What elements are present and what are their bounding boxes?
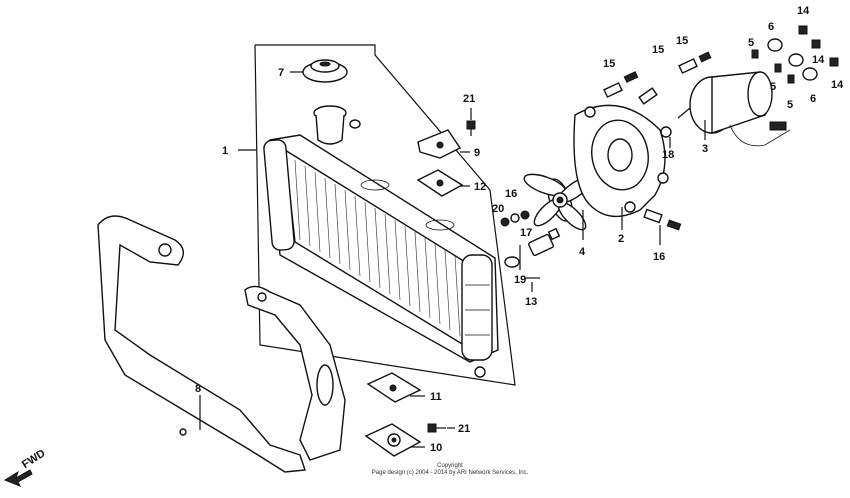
radiator-assembly-outline [254,44,516,386]
callout-7: 7 [278,67,284,79]
fwd-arrow-icon [3,469,33,487]
callout-5a: 5 [748,37,754,49]
filler-neck [313,105,361,145]
callout-19: 19 [514,274,526,286]
callout-10: 10 [430,442,442,454]
callout-6a: 6 [768,21,774,33]
bracket-9[interactable] [417,129,462,159]
callout-14c: 14 [831,79,844,91]
rubber-mount-11[interactable] [366,372,422,403]
callout-16b: 16 [653,251,665,263]
callout-labels: 1 2 3 4 5 5 5 6 6 7 8 9 10 11 12 13 14 1… [195,5,844,454]
copyright-line-1: Copyright [437,463,463,469]
rubber-mount-12[interactable] [416,169,464,197]
screws-15[interactable] [603,51,712,105]
copyright-line-2: Page design (c) 2004 - 2014 by ARI Netwo… [371,470,529,476]
callout-14a: 14 [797,5,810,17]
bracket-10[interactable] [364,423,422,457]
callout-13: 13 [525,296,537,308]
callout-21a: 21 [463,93,475,105]
bolts-14[interactable] [798,25,839,67]
bolt-21-lower[interactable] [427,423,446,433]
callout-18: 18 [662,149,674,161]
callout-17: 17 [520,227,532,239]
callout-5c: 5 [787,99,793,111]
copyright-notice: Copyright Page design (c) 2004 - 2014 by… [300,463,600,477]
screws-16[interactable] [643,208,682,231]
callout-14b: 14 [812,54,825,66]
callout-12: 12 [474,181,486,193]
callout-4: 4 [579,246,586,258]
callout-6b: 6 [810,93,816,105]
fan-shroud[interactable] [573,104,669,218]
callout-11: 11 [430,391,442,403]
callout-16a: 16 [505,188,517,200]
callout-15c: 15 [676,35,688,47]
grommets-5-6[interactable] [751,38,818,84]
callout-2: 2 [618,233,624,245]
callout-15b: 15 [652,44,664,56]
callout-20: 20 [492,203,504,215]
callout-8: 8 [195,383,201,395]
callout-5b: 5 [770,81,776,93]
callout-9: 9 [474,147,480,159]
leader-lines [199,71,706,448]
radiator-cap[interactable] [302,59,348,83]
callout-21b: 21 [458,423,470,435]
radiator-core[interactable] [263,134,499,378]
fan-motor[interactable] [660,71,791,147]
cooling-fan[interactable] [522,170,596,234]
thermo-switch[interactable] [504,227,561,268]
washers-16-17-20[interactable] [500,210,530,227]
radiator-stay[interactable] [97,215,346,473]
callout-1: 1 [222,145,228,157]
bolt-21-upper[interactable] [466,120,476,136]
callout-15a: 15 [603,58,615,70]
callout-3: 3 [702,143,708,155]
